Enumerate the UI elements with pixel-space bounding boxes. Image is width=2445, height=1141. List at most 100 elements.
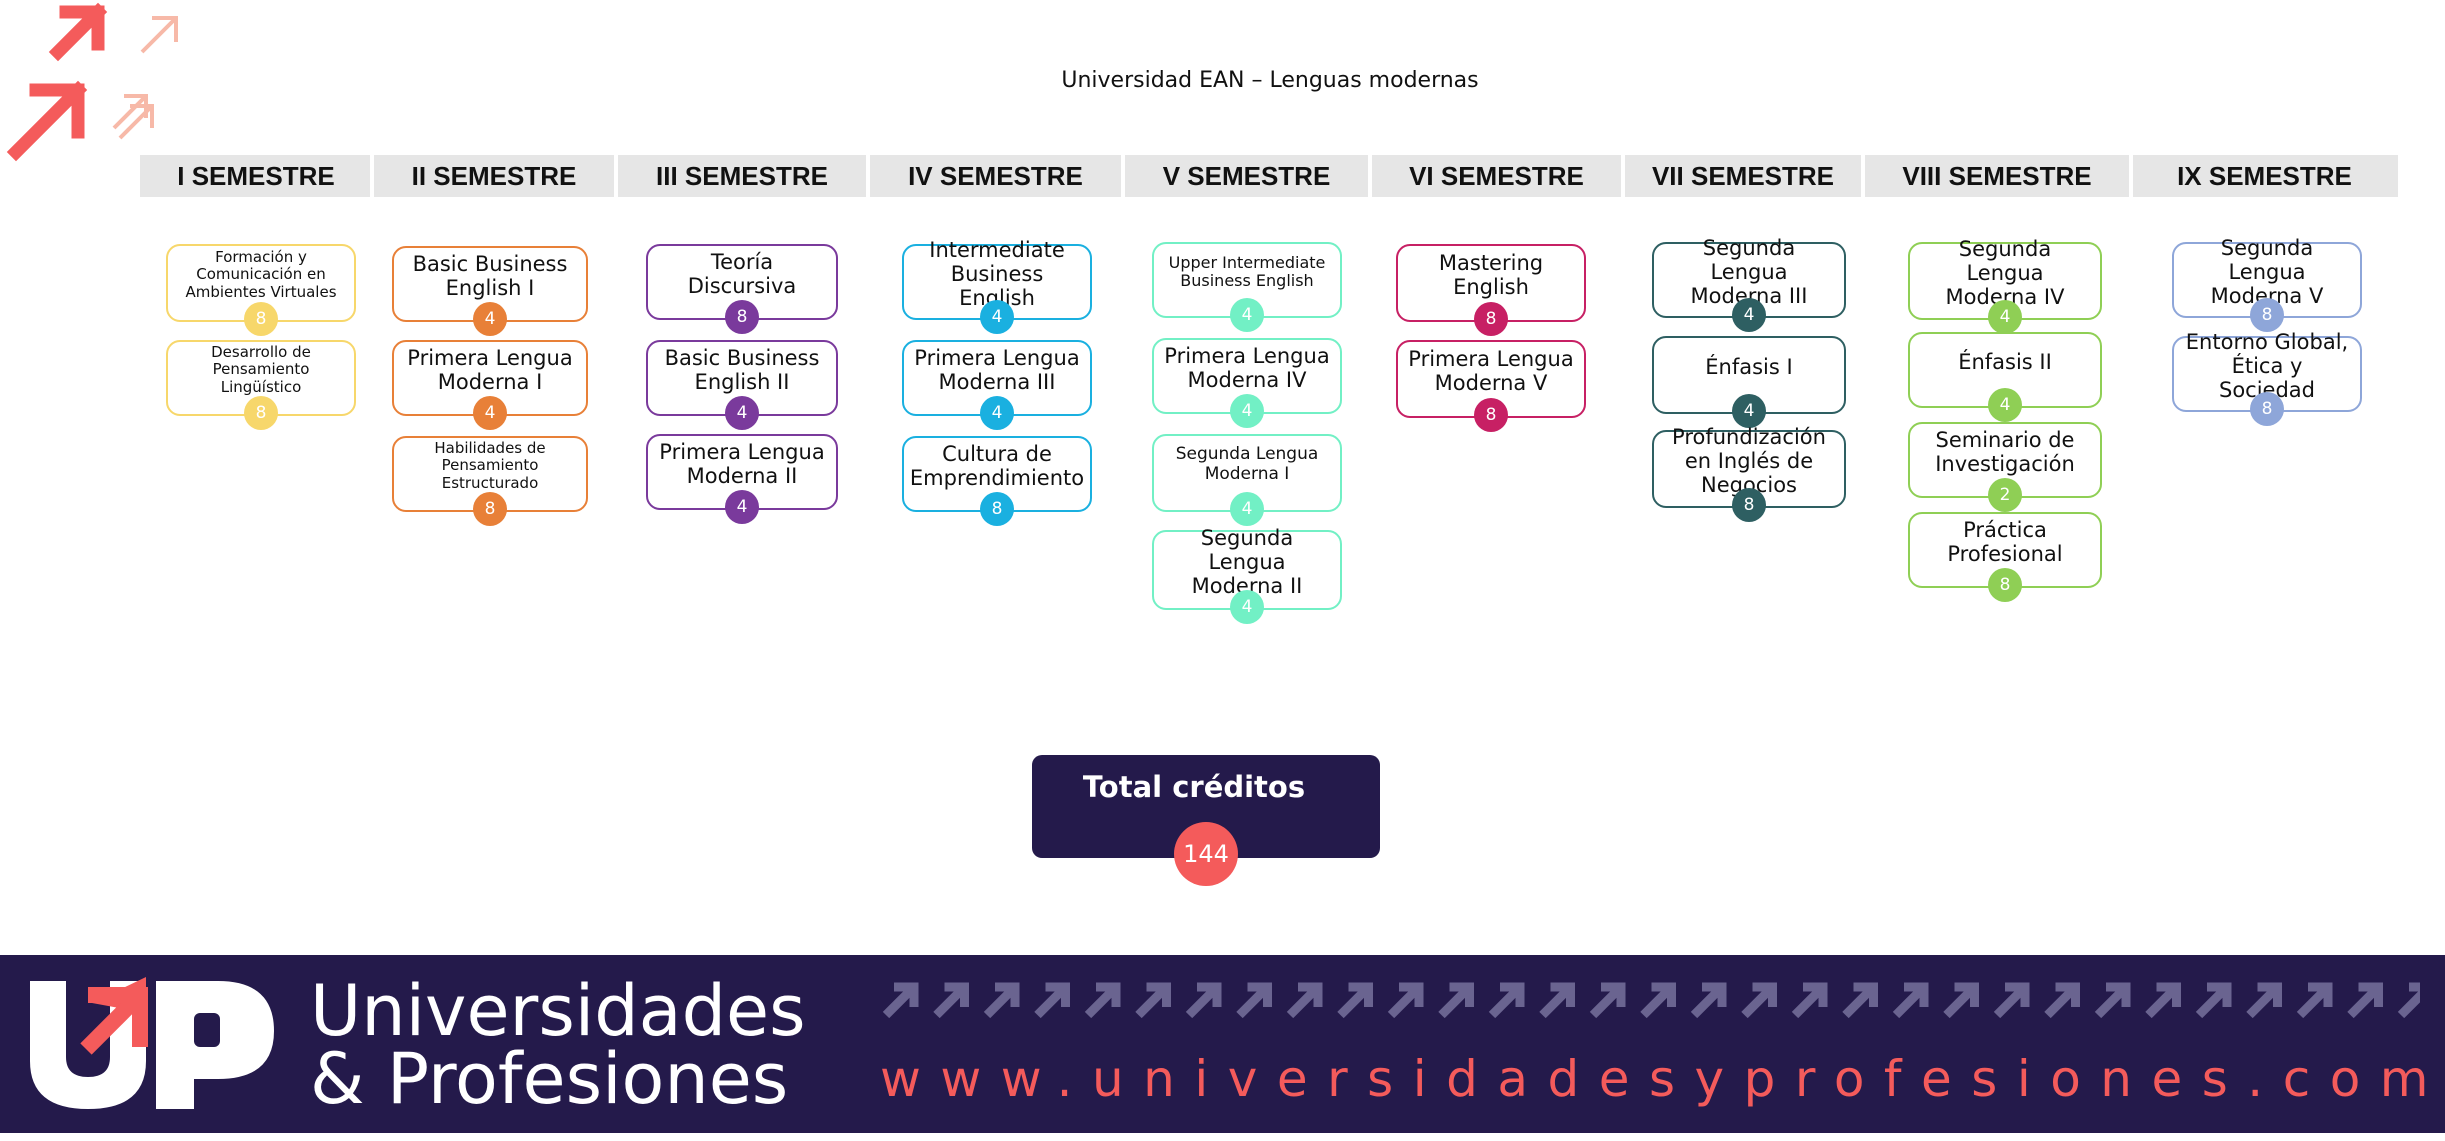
course-name: Énfasis I — [1705, 354, 1793, 379]
arrow-pattern-icon — [2145, 982, 2181, 1019]
arrow-pattern — [882, 982, 2420, 1019]
arrow-pattern-icon — [1993, 982, 2030, 1019]
semester-header-5: V SEMESTRE — [1162, 161, 1331, 191]
credit-badge: 8 — [1474, 398, 1508, 432]
course-name: Desarrollo de Pensamiento Lingüístico — [211, 343, 311, 396]
page-title: Universidad EAN – Lenguas modernas — [1061, 68, 1479, 93]
credit-badge: 4 — [1988, 300, 2022, 334]
arrow-pattern-icon — [1589, 982, 1626, 1019]
arrow-pattern-icon — [2296, 982, 2333, 1019]
arrow-pattern-icon — [2195, 982, 2232, 1019]
arrow-pattern-icon — [933, 982, 969, 1019]
credit-badge: 8 — [244, 396, 278, 430]
credit-badge: 4 — [473, 396, 507, 430]
credit-badge: 4 — [980, 300, 1014, 334]
credit-badge: 8 — [244, 302, 278, 336]
footer-banner: Universidades & Profesiones www.universi… — [0, 955, 2445, 1133]
semester-header-1: I SEMESTRE — [177, 161, 335, 191]
semester-header-8: VIII SEMESTRE — [1902, 161, 2092, 191]
course-name: Segunda Lengua Moderna I — [1175, 444, 1319, 484]
course-name: Segunda Lengua Moderna IV — [1945, 236, 2065, 310]
arrow-pattern-icon — [2347, 982, 2383, 1019]
course-card: Seminario de Investigación — [1908, 422, 2102, 498]
arrow-pattern-icon — [1892, 982, 1929, 1019]
arrow-pattern-icon — [1791, 982, 1828, 1019]
credit-badge: 4 — [1988, 388, 2022, 422]
arrow-pattern-icon — [1185, 982, 1222, 1019]
arrow-pattern-icon — [1084, 982, 1121, 1019]
credit-badge: 4 — [473, 302, 507, 336]
semester-header-4: IV SEMESTRE — [908, 161, 1083, 191]
arrow-pattern-icon — [2397, 982, 2420, 1019]
course-name: Cultura de Emprendimiento — [909, 441, 1085, 490]
semester-separator — [1861, 155, 1865, 197]
semester-header-3: III SEMESTRE — [656, 161, 828, 191]
semester-header-6: VI SEMESTRE — [1409, 161, 1584, 191]
course-name: Primera Lengua Moderna II — [659, 439, 825, 488]
credit-badge: 8 — [980, 492, 1014, 526]
credit-badge: 8 — [1474, 302, 1508, 336]
brand-line-1: Universidades — [310, 970, 806, 1052]
credit-badge: 4 — [725, 490, 759, 524]
credit-badge: 4 — [1732, 394, 1766, 428]
arrow-pattern-icon — [1438, 982, 1474, 1019]
course-name: Basic Business English II — [664, 345, 820, 394]
arrow-pattern-icon — [1488, 982, 1525, 1019]
semester-separator — [1121, 155, 1125, 197]
total-credits-value: 144 — [1174, 822, 1238, 886]
course-name: Formación y Comunicación en Ambientes Vi… — [185, 248, 337, 301]
arrow-pattern-icon — [1690, 982, 1727, 1019]
arrow-pattern-icon — [2044, 982, 2080, 1019]
arrow-pattern-icon — [1539, 982, 1575, 1019]
course-name: Teoría Discursiva — [687, 249, 797, 298]
course-name: Basic Business English I — [412, 251, 568, 300]
course-name: Mastering English — [1438, 250, 1544, 299]
credit-badge: 8 — [725, 300, 759, 334]
semester-separator — [1368, 155, 1372, 197]
semester-separator — [2129, 155, 2133, 197]
course-name: Segunda Lengua Moderna II — [1191, 525, 1303, 599]
arrow-pattern-icon — [1135, 982, 1171, 1019]
course-card: Cultura de Emprendimiento — [902, 436, 1092, 512]
course-name: Primera Lengua Moderna IV — [1164, 343, 1330, 392]
course-name: Habilidades de Pensamiento Estructurado — [434, 439, 546, 492]
total-credits-label: Total créditos — [1082, 770, 1306, 804]
corner-arrows-logo — [6, 2, 178, 162]
arrow-pattern-icon — [882, 982, 919, 1019]
course-name: Primera Lengua Moderna V — [1408, 346, 1574, 395]
semester-header-2: II SEMESTRE — [411, 161, 577, 191]
credit-badge: 4 — [1230, 590, 1264, 624]
arrow-pattern-icon — [1943, 982, 1979, 1019]
course-name: Entorno Global, Ética y Sociedad — [2185, 329, 2349, 403]
course-name: Énfasis II — [1958, 349, 2052, 374]
credit-badge: 8 — [473, 492, 507, 526]
semester-separator — [614, 155, 618, 197]
course-card: Profundización en Inglés de Negocios — [1652, 425, 1846, 508]
credit-badge: 4 — [1230, 394, 1264, 428]
semester-header-7: VII SEMESTRE — [1651, 161, 1835, 191]
arrow-pattern-icon — [1741, 982, 1777, 1019]
website-url: www.universidadesyprofesiones.com — [880, 1050, 2445, 1108]
arrow-pattern-icon — [2094, 982, 2131, 1019]
credit-badge: 8 — [1988, 568, 2022, 602]
arrow-pattern-icon — [983, 982, 1020, 1019]
course-card: Primera Lengua Moderna IV — [1152, 338, 1342, 414]
arrow-pattern-icon — [1236, 982, 1272, 1019]
arrow-pattern-icon — [1842, 982, 1878, 1019]
credit-badge: 4 — [1230, 492, 1264, 526]
credit-badge: 2 — [1988, 478, 2022, 512]
course-name: Primera Lengua Moderna I — [407, 345, 573, 394]
semester-separator — [1621, 155, 1625, 197]
semester-header-bar — [140, 155, 2398, 197]
course-name: Intermediate Business English — [929, 237, 1065, 311]
credit-badge: 8 — [2250, 298, 2284, 332]
credit-badge: 4 — [725, 396, 759, 430]
arrow-pattern-icon — [1337, 982, 1373, 1019]
credit-badge: 4 — [1230, 298, 1264, 332]
arrow-pattern-icon — [1387, 982, 1424, 1019]
course-name: Profundización en Inglés de Negocios — [1672, 424, 1826, 498]
up-logo-icon — [30, 977, 274, 1109]
semester-separator — [370, 155, 374, 197]
brand-line-2: & Profesiones — [310, 1038, 789, 1120]
arrow-pattern-icon — [1286, 982, 1323, 1019]
